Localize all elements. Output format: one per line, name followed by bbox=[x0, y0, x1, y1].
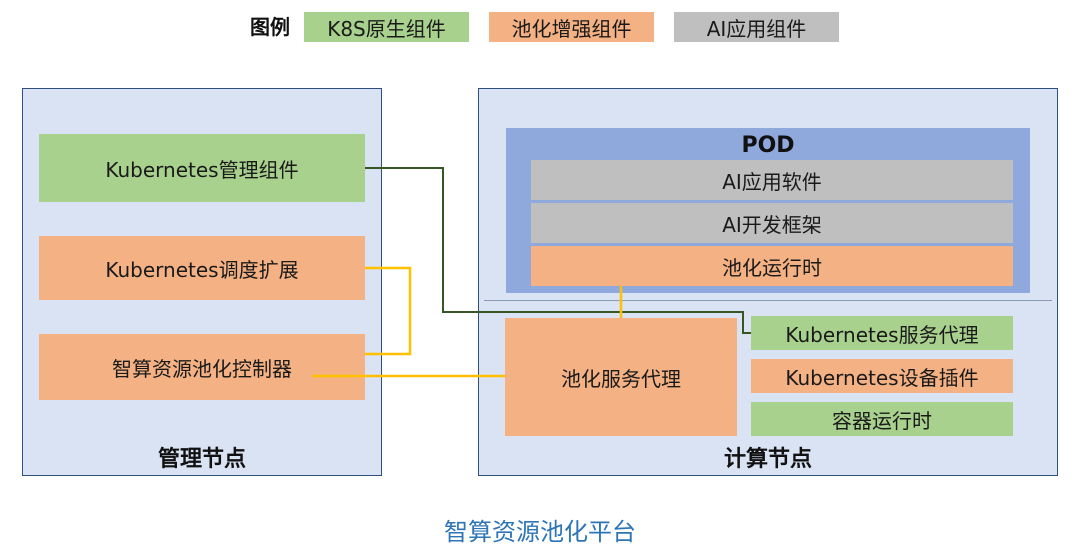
pooling-runtime: 池化运行时 bbox=[531, 246, 1013, 286]
legend-title: 图例 bbox=[250, 15, 290, 39]
compute-node-label: 计算节点 bbox=[723, 447, 812, 472]
container-runtime: 容器运行时 bbox=[751, 402, 1013, 436]
management-node-label: 管理节点 bbox=[157, 447, 246, 472]
legend-item-ai-app: AI应用组件 bbox=[674, 12, 839, 42]
pod-title: POD bbox=[741, 132, 795, 158]
diagram-footer-title: 智算资源池化平台 bbox=[444, 517, 636, 546]
compute-node-divider bbox=[484, 300, 1052, 301]
k8s-scheduler-extension: Kubernetes调度扩展 bbox=[39, 236, 365, 300]
ai-application-software: AI应用软件 bbox=[531, 160, 1013, 200]
pooling-service-proxy: 池化服务代理 bbox=[505, 318, 737, 436]
pooling-controller: 智算资源池化控制器 bbox=[39, 334, 365, 400]
k8s-device-plugin: Kubernetes设备插件 bbox=[751, 359, 1013, 393]
connector-scheduler-to-controller bbox=[365, 266, 412, 356]
legend-item-pooling-enhanced: 池化增强组件 bbox=[489, 12, 654, 42]
ai-development-framework: AI开发框架 bbox=[531, 203, 1013, 243]
k8s-management-component: Kubernetes管理组件 bbox=[39, 134, 365, 202]
legend-item-k8s-native: K8S原生组件 bbox=[304, 12, 469, 42]
connector-management-to-service-proxy bbox=[365, 167, 751, 334]
k8s-service-proxy: Kubernetes服务代理 bbox=[751, 316, 1013, 350]
